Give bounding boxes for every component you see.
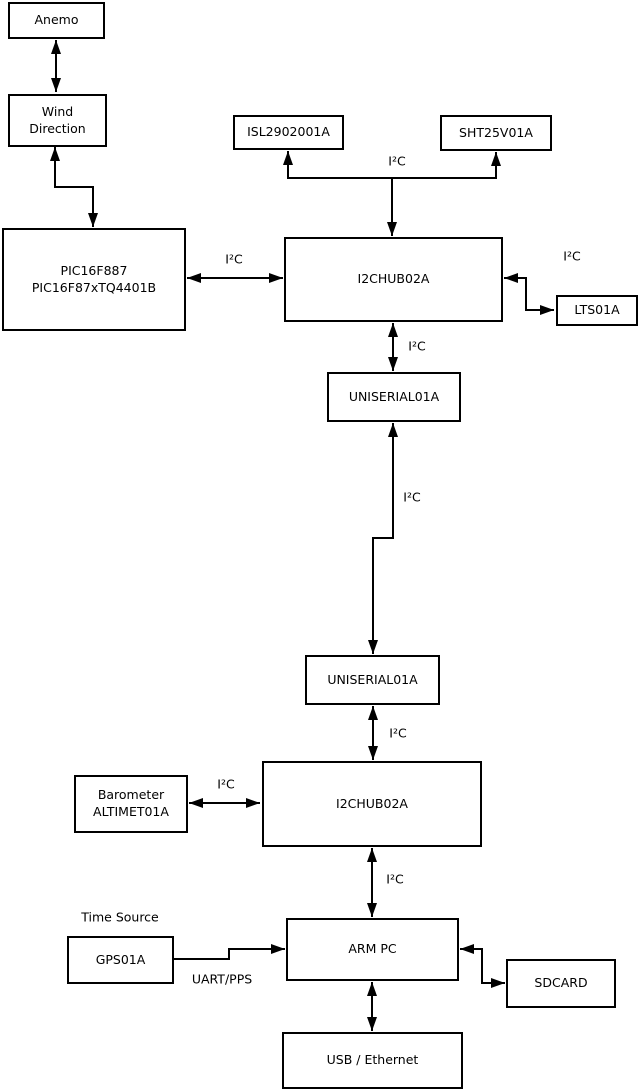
node-i2chub02a-2-label: I2CHUB02A bbox=[336, 795, 408, 811]
node-pic16f887-line2: PIC16F87xTQ4401B bbox=[31, 279, 157, 295]
node-arm-pc-label: ARM PC bbox=[348, 941, 397, 957]
node-pic16f887: PIC16F887 PIC16F87xTQ4401B bbox=[2, 228, 186, 331]
edge-label-i2c-hub2-armpc: I²C bbox=[386, 871, 404, 887]
node-uniserial01a-2: UNISERIAL01A bbox=[305, 655, 440, 705]
edge-hub1-lts bbox=[504, 273, 554, 315]
edge-gps-armpc bbox=[173, 944, 285, 960]
edge-label-i2c-barometer-hub2: I²C bbox=[217, 776, 235, 792]
node-i2chub02a-1: I2CHUB02A bbox=[284, 237, 503, 322]
edge-label-i2c-uniserial2-hub2: I²C bbox=[389, 725, 407, 741]
node-sht25v01a: SHT25V01A bbox=[440, 115, 552, 151]
node-uniserial01a-1-label: UNISERIAL01A bbox=[348, 388, 440, 404]
node-wind-direction-line2: Direction bbox=[29, 120, 86, 136]
node-anemo: Anemo bbox=[8, 2, 105, 39]
node-wind-direction: Wind Direction bbox=[8, 94, 107, 147]
node-barometer-line2: ALTIMET01A bbox=[93, 804, 169, 819]
edge-wind-pic bbox=[50, 147, 98, 227]
node-wind-direction-line1: Wind bbox=[41, 103, 74, 119]
annotation-time-source: Time Source bbox=[81, 909, 159, 925]
node-barometer-altimet01a: Barometer ALTIMET01A bbox=[74, 775, 188, 833]
node-arm-pc: ARM PC bbox=[286, 918, 459, 981]
node-gps01a-label: GPS01A bbox=[95, 951, 146, 967]
node-usb-ethernet: USB / Ethernet bbox=[282, 1032, 463, 1089]
node-gps01a: GPS01A bbox=[67, 936, 174, 984]
node-isl2902001a: ISL2902001A bbox=[233, 115, 344, 150]
node-i2chub02a-2: I2CHUB02A bbox=[262, 761, 482, 847]
node-sdcard-label: SDCARD bbox=[534, 975, 588, 991]
node-isl2902001a-label: ISL2902001A bbox=[247, 124, 330, 140]
edge-label-i2c-pic-hub1: I²C bbox=[225, 251, 243, 267]
node-sdcard: SDCARD bbox=[506, 959, 616, 1008]
node-lts01a: LTS01A bbox=[556, 295, 638, 326]
node-lts01a-label: LTS01A bbox=[574, 302, 620, 318]
node-uniserial01a-2-label: UNISERIAL01A bbox=[327, 671, 418, 687]
node-i2chub02a-1-label: I2CHUB02A bbox=[357, 271, 430, 287]
edge-label-i2c-hub1-sensors: I²C bbox=[388, 153, 406, 169]
edge-uniserial1-uniserial2 bbox=[368, 423, 398, 654]
node-anemo-label: Anemo bbox=[34, 12, 79, 28]
edge-label-i2c-uniserial-link: I²C bbox=[403, 489, 421, 505]
edge-armpc-sdcard bbox=[460, 944, 505, 988]
edge-label-uart-pps: UART/PPS bbox=[191, 971, 253, 987]
node-usb-ethernet-label: USB / Ethernet bbox=[326, 1052, 419, 1068]
node-sht25v01a-label: SHT25V01A bbox=[459, 124, 533, 140]
node-uniserial01a-1: UNISERIAL01A bbox=[327, 372, 461, 422]
node-barometer-line1: Barometer bbox=[97, 787, 165, 803]
edge-label-i2c-hub1-uniserial1: I²C bbox=[408, 338, 426, 354]
edge-label-i2c-hub1-lts: I²C bbox=[563, 248, 581, 264]
node-pic16f887-line1: PIC16F887 bbox=[60, 262, 128, 278]
